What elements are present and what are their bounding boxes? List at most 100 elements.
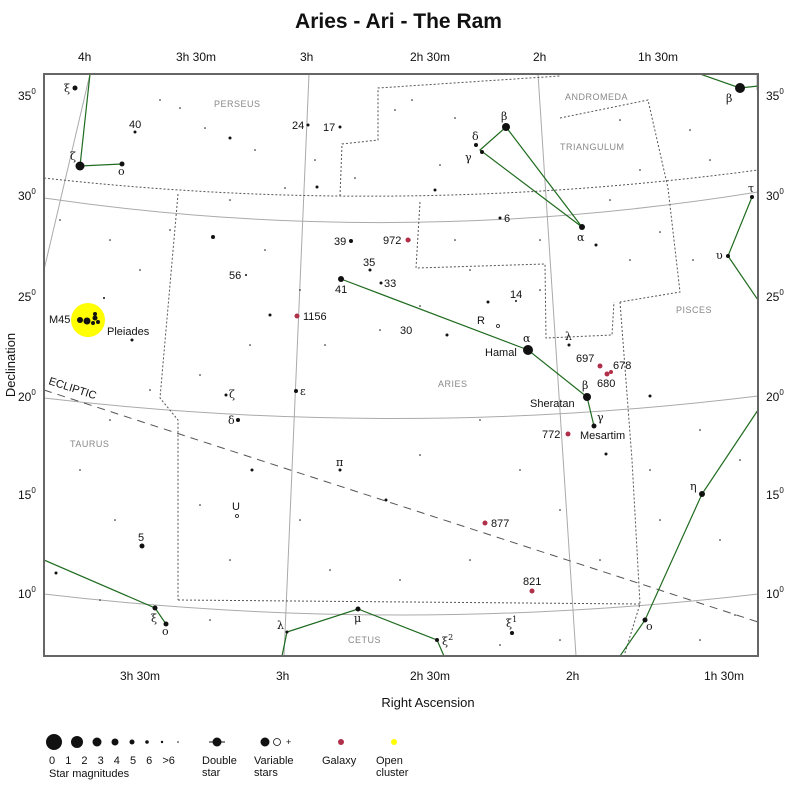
star [515, 300, 517, 302]
y-axis-title: Declination [3, 333, 18, 397]
star [750, 195, 754, 199]
star-label: ξ [64, 82, 70, 95]
star [604, 452, 608, 456]
star-label: β [726, 92, 732, 105]
star [435, 638, 439, 642]
pisces-lines-lower [619, 410, 757, 655]
star-label: M45 [49, 314, 70, 326]
legend-variable-min [273, 738, 281, 746]
star [224, 393, 228, 397]
legend-mag-1 [71, 736, 83, 748]
constellation-name-cetus: Cetus [348, 635, 381, 645]
bottom-ra-ticks: 3h 30m 3h 2h 30m 2h 1h 30m [120, 669, 744, 683]
degree-sign: 0 [779, 388, 784, 397]
star-label: 41 [335, 284, 347, 296]
star [119, 161, 125, 167]
star [152, 605, 158, 611]
dec-tick-label: 35 [766, 89, 780, 103]
svg-text:100: 100 [766, 585, 784, 601]
star-label: δ [228, 414, 235, 427]
star-label: ξ [151, 612, 157, 625]
star [250, 468, 254, 472]
star [285, 630, 289, 634]
star [480, 150, 484, 154]
star [433, 188, 437, 192]
star [338, 468, 342, 472]
dec-tick-label: 10 [18, 587, 32, 601]
degree-sign: 0 [31, 87, 36, 96]
legend-variable-max [260, 737, 270, 747]
galaxy-678 [604, 371, 610, 377]
star-label: ζ [70, 150, 76, 163]
legend-mag-3 [111, 738, 119, 746]
star-label: ο [646, 620, 653, 633]
star [498, 216, 502, 220]
legend-cluster-symbol [391, 739, 397, 745]
degree-sign: 0 [779, 288, 784, 297]
star-label: α [577, 231, 585, 244]
star-label: R [477, 315, 485, 327]
svg-text:150: 150 [766, 486, 784, 502]
svg-text:350: 350 [18, 87, 36, 103]
star-label: μ [354, 612, 361, 625]
star-label: 14 [510, 289, 522, 301]
galaxy-821 [529, 588, 535, 594]
star-label: 5 [138, 532, 144, 544]
svg-text:250: 250 [766, 288, 784, 304]
svg-text:200: 200 [18, 388, 36, 404]
galaxy-label: 680 [597, 378, 615, 390]
constellation-name-pisces: Pisces [676, 305, 712, 315]
constellation-name-taurus: Taurus [70, 439, 109, 449]
star-label: ξ [442, 635, 448, 648]
top-tick-label: 3h [300, 50, 313, 64]
boundary-perseus-triangulum [339, 75, 561, 197]
galaxy-972 [405, 237, 411, 243]
boundary-triangulum-pisces [559, 99, 681, 303]
star [133, 130, 137, 134]
dec-tick-label: 20 [18, 390, 32, 404]
star-label: 56 [229, 270, 241, 282]
star [445, 333, 449, 337]
galaxy-680 [609, 370, 613, 374]
star-label: λ [277, 619, 284, 632]
star [163, 621, 169, 627]
star-label: γ [465, 151, 472, 164]
legend-open-cluster-label: Open cluster [376, 755, 409, 779]
dec-tick-label: 30 [18, 189, 32, 203]
galaxy-labels: 972 1156 697 678 680 772 877 821 [303, 235, 631, 588]
constellation-names: Perseus Andromeda Triangulum Pisces Arie… [70, 92, 712, 645]
legend: + 0 1 2 3 4 5 6 >6 Star magnitudes Doubl… [0, 725, 797, 787]
star [726, 254, 730, 258]
legend-mag-label: 6 [146, 755, 153, 767]
star [72, 85, 78, 91]
top-tick-label: 2h [533, 50, 546, 64]
bottom-tick-label: 1h 30m [704, 669, 744, 683]
legend-mag-label: 5 [129, 755, 137, 767]
star-label: 6 [504, 213, 510, 225]
degree-sign: 0 [779, 187, 784, 196]
star [379, 281, 383, 285]
constellation-name-triangulum: Triangulum [560, 142, 625, 152]
aries-lines [340, 278, 595, 427]
legend-variable-plus: + [286, 737, 291, 747]
star [523, 345, 533, 355]
sky-map: 4h 3h 30m 3h 2h 30m 2h 1h 30m 3h 30m 3h … [3, 50, 784, 710]
dec-tick-label: 15 [18, 488, 32, 502]
ra-line-2h [537, 75, 577, 655]
star [699, 491, 705, 497]
star-label: γ [597, 411, 604, 424]
star-label: 24 [292, 120, 304, 132]
star [642, 617, 648, 623]
star [306, 123, 310, 127]
star [315, 185, 319, 189]
degree-sign: 0 [31, 585, 36, 594]
star [236, 418, 240, 422]
star-label: υ [716, 249, 723, 262]
star-label: η [690, 480, 697, 493]
star-label: π [336, 456, 343, 469]
galaxy-label: 821 [523, 576, 541, 588]
star [579, 224, 585, 230]
cetus-lines [281, 608, 445, 655]
degree-sign: 0 [779, 486, 784, 495]
svg-text:ξ2: ξ2 [442, 633, 453, 648]
